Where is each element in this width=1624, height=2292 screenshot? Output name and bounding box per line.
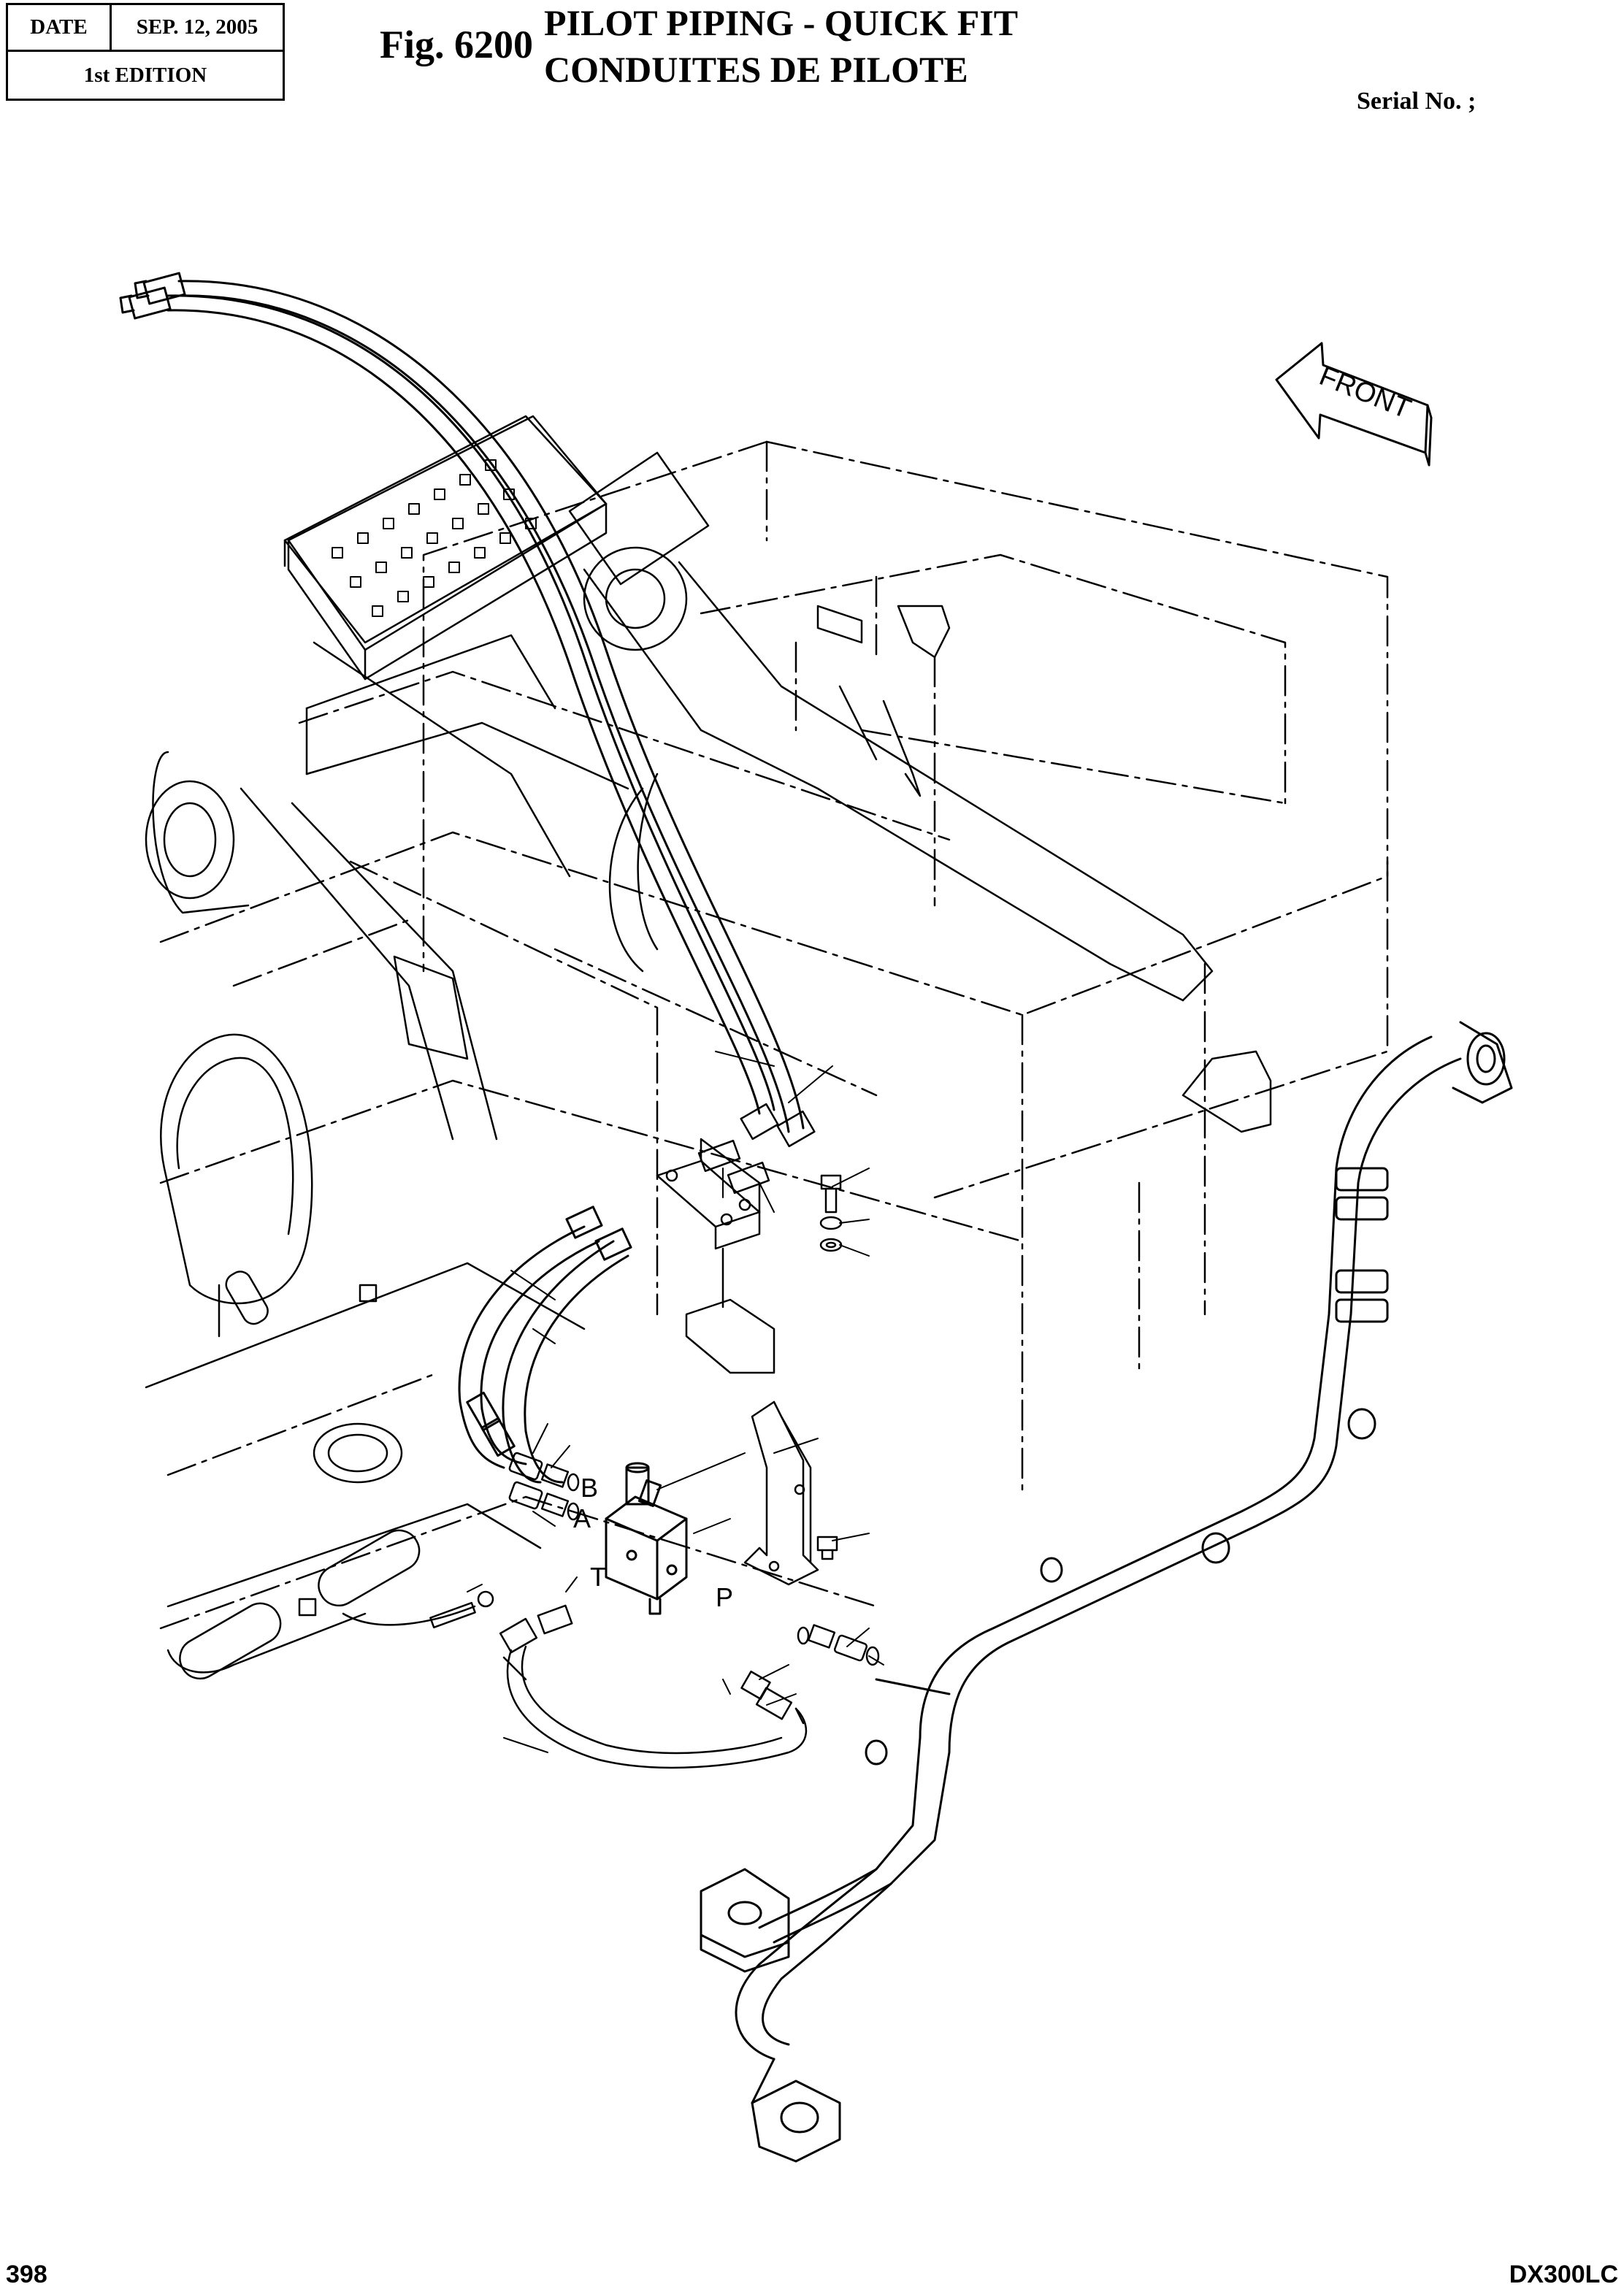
port-label-b: B: [581, 1473, 598, 1503]
page-number: 398: [6, 2261, 47, 2288]
date-edition-box: DATE SEP. 12, 2005 1st EDITION: [6, 3, 285, 101]
port-label-a: A: [573, 1503, 591, 1533]
machine-frame-outline: [159, 440, 1389, 1630]
step-grating: [283, 415, 608, 644]
front-label: FRONT: [1315, 361, 1415, 425]
edition-label: 1st EDITION: [83, 63, 207, 87]
date-value: SEP. 12, 2005: [136, 15, 258, 39]
tank-line: [429, 1590, 808, 1769]
title-english: PILOT PIPING - QUICK FIT: [544, 2, 1019, 43]
pressure-line: [740, 1624, 880, 1725]
mounting-bracket: [656, 1138, 761, 1308]
port-label-t: T: [590, 1562, 606, 1592]
hose-fittings: [697, 1103, 816, 1195]
date-row: DATE SEP. 12, 2005: [8, 5, 283, 52]
travel-pipe: [700, 1021, 1513, 2163]
serial-number: Serial No. ;: [1357, 88, 1476, 115]
short-pilot-hoses: [458, 1206, 632, 1484]
front-arrow: FRONT: [1275, 342, 1433, 467]
figure-number: Fig. 6200: [380, 23, 533, 66]
machine-frame-structure: [145, 415, 1272, 1680]
date-label: DATE: [8, 5, 112, 50]
model-number: DX300LC: [1509, 2261, 1618, 2288]
title-french: CONDUITES DE PILOTE: [544, 49, 968, 90]
long-pilot-hoses: [119, 272, 805, 1133]
valve-mount-plate: [743, 1400, 838, 1586]
valve-block: [605, 1462, 688, 1615]
port-label-p: P: [716, 1582, 733, 1612]
leader-lines: [467, 1051, 884, 1753]
port-fittings: [508, 1452, 580, 1521]
